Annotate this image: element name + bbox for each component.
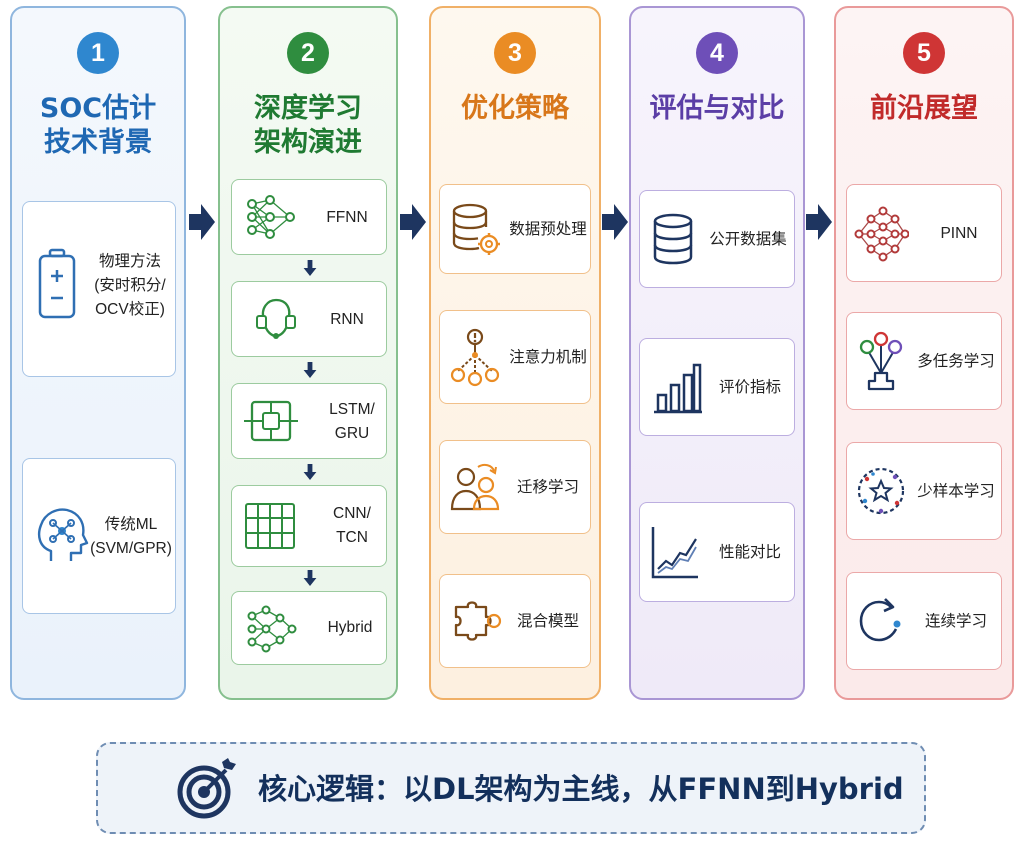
card-label: 数据预处理 <box>509 221 587 238</box>
few-shot-star-icon <box>857 467 905 515</box>
column-title: 评估与对比 <box>649 93 785 124</box>
arrow-down-icon <box>303 570 317 586</box>
recurrent-loop-icon <box>256 298 296 339</box>
column-title: SOC估计 技术背景 <box>39 93 157 158</box>
card-transfer-learning: 迁移学习 <box>439 440 591 534</box>
card-label: 少样本学习 <box>917 483 995 500</box>
column-title: 优化策略 <box>461 93 569 124</box>
card-label: Hybrid <box>327 619 373 636</box>
hybrid-net-icon <box>247 605 297 653</box>
line-chart-icon <box>651 527 698 579</box>
neural-net-icon <box>247 195 295 239</box>
arrow-right-icon <box>602 204 628 240</box>
database-icon <box>653 213 693 265</box>
card-pinn: PINN <box>846 184 1002 282</box>
column-background: 5 前沿展望 PINN <box>834 6 1014 700</box>
arrow-down-icon <box>303 362 317 378</box>
card-label: FFNN <box>326 209 368 226</box>
arrow-right-icon <box>189 204 215 240</box>
card-label: 注意力机制 <box>509 349 587 366</box>
users-transfer-icon <box>450 463 500 511</box>
brain-network-icon <box>37 508 89 561</box>
card-label: PINN <box>940 225 978 242</box>
card-label: CNN/ TCN <box>333 505 371 546</box>
card-continual-learning: 连续学习 <box>846 572 1002 670</box>
card-traditional-ml: 传统ML (SVM/GPR) <box>22 458 176 614</box>
card-data-preprocessing: 数据预处理 <box>439 184 591 274</box>
card-label: 多任务学习 <box>917 353 995 370</box>
step-number-badge: 4 <box>696 32 738 74</box>
card-attention-mechanism: 注意力机制 <box>439 310 591 404</box>
card-cnn-tcn: CNN/ TCN <box>231 485 387 567</box>
card-label: 混合模型 <box>516 613 579 630</box>
arrow-right-icon <box>806 204 832 240</box>
column-background: 4 评估与对比 公开数据集 评价指标 <box>629 6 805 700</box>
column-title: 前沿展望 <box>870 93 978 124</box>
step-number-badge: 3 <box>494 32 536 74</box>
step-number-badge: 2 <box>287 32 329 74</box>
card-label: 连续学习 <box>924 613 987 630</box>
column-background: 3 优化策略 数据预处理 <box>429 6 601 700</box>
target-icon <box>177 758 236 819</box>
card-rnn: RNN <box>231 281 387 357</box>
attention-nodes-icon <box>450 328 500 387</box>
card-hybrid-model: 混合模型 <box>439 574 591 668</box>
refresh-cycle-icon <box>859 598 901 642</box>
card-label: 评价指标 <box>718 379 781 396</box>
card-multi-task-learning: 多任务学习 <box>846 312 1002 410</box>
arrow-down-icon <box>303 260 317 276</box>
core-logic-banner: 核心逻辑：以DL架构为主线，从FFNN到Hybrid <box>96 742 926 834</box>
column-background: 1 SOC估计 技术背景 物理方法 (安时积分/ OCV校正) <box>10 6 186 700</box>
card-physics-methods: 物理方法 (安时积分/ OCV校正) <box>22 201 176 377</box>
card-lstm-gru: LSTM/ GRU <box>231 383 387 459</box>
step-number-badge: 5 <box>903 32 945 74</box>
column-title: 深度学习 架构演进 <box>254 93 362 158</box>
step-number-badge: 1 <box>77 32 119 74</box>
card-label: 物理方法 (安时积分/ OCV校正) <box>94 253 166 318</box>
card-performance-comparison: 性能对比 <box>639 502 795 602</box>
card-few-shot-learning: 少样本学习 <box>846 442 1002 540</box>
card-label: 迁移学习 <box>516 479 579 496</box>
card-label: 公开数据集 <box>709 231 787 248</box>
card-label: RNN <box>330 311 364 328</box>
database-gear-icon <box>452 203 500 255</box>
battery-icon <box>38 248 76 319</box>
arrow-right-icon <box>400 204 426 240</box>
card-public-datasets: 公开数据集 <box>639 190 795 288</box>
conv-grid-icon <box>245 503 295 549</box>
lstm-cell-icon <box>244 400 298 442</box>
arrow-down-icon <box>303 464 317 480</box>
card-evaluation-metrics: 评价指标 <box>639 338 795 436</box>
core-logic-text: 核心逻辑：以DL架构为主线，从FFNN到Hybrid <box>258 772 904 806</box>
card-label: 传统ML (SVM/GPR) <box>90 516 172 557</box>
card-label: LSTM/ GRU <box>329 401 375 442</box>
column-background: 2 深度学习 架构演进 FFNN <box>218 6 398 700</box>
card-ffnn: FFNN <box>231 179 387 255</box>
pinn-network-icon <box>854 206 909 262</box>
multi-task-icon <box>859 331 903 391</box>
card-label: 性能对比 <box>718 544 781 561</box>
puzzle-icon <box>454 601 502 641</box>
card-hybrid: Hybrid <box>231 591 387 665</box>
bar-chart-icon <box>654 363 702 414</box>
